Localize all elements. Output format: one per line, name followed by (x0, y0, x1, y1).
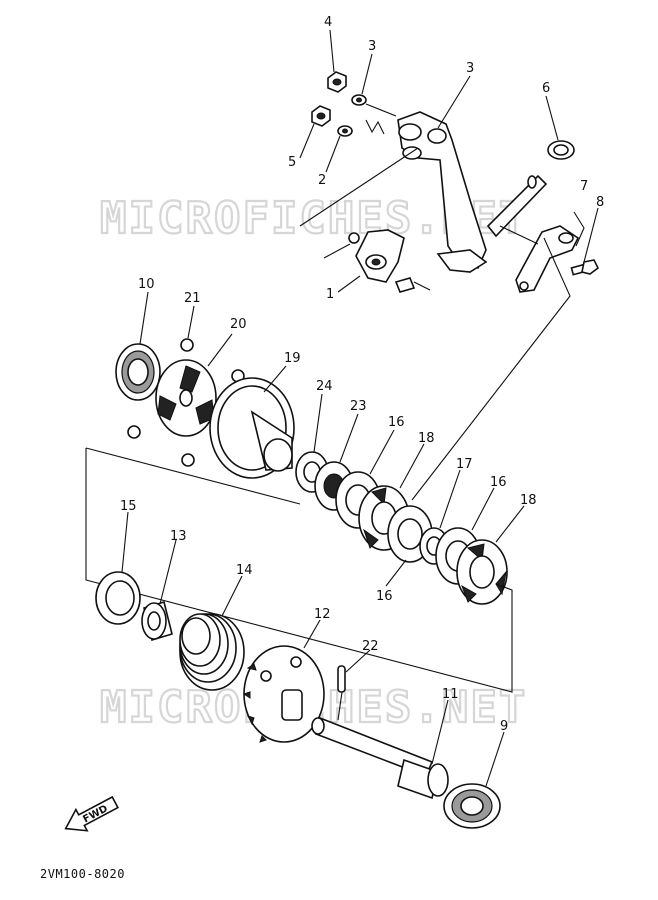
callout-8: 8 (596, 195, 604, 210)
callout-21: 21 (184, 291, 201, 306)
callout-16-a: 16 (388, 415, 405, 430)
pin-22 (337, 665, 346, 693)
callout-6: 6 (542, 81, 550, 96)
plate-18-a (358, 485, 410, 551)
drawing-code: 2VM100-8020 (40, 867, 125, 881)
screw (394, 277, 431, 293)
leader-lines (121, 29, 599, 787)
gear-12 (242, 645, 325, 743)
washer-4 (351, 94, 367, 106)
callout-2: 2 (318, 173, 326, 188)
nut-5-upper (327, 71, 347, 93)
callout-1: 1 (326, 287, 334, 302)
callout-9: 9 (500, 719, 508, 734)
callout-12: 12 (314, 607, 331, 622)
plate-1 (348, 229, 405, 283)
kick-axle-11 (311, 716, 449, 800)
callout-4: 3 (368, 39, 376, 54)
callout-20: 20 (230, 317, 247, 332)
callout-5-bottom: 5 (288, 155, 296, 170)
callout-5-top: 4 (324, 15, 332, 30)
spring-14 (179, 613, 245, 691)
callout-18-b: 18 (520, 493, 537, 508)
callout-3: 3 (466, 61, 474, 76)
collar-13 (141, 600, 173, 642)
callout-24: 24 (316, 379, 333, 394)
washer-2 (337, 125, 353, 137)
callout-10: 10 (138, 277, 155, 292)
callout-16-b: 16 (490, 475, 507, 490)
plate-18-b (456, 539, 508, 605)
bolt-8 (570, 259, 600, 276)
callout-7: 7 (580, 179, 588, 194)
callout-22: 22 (362, 639, 379, 654)
callout-18-a: 18 (418, 431, 435, 446)
bearing-9 (443, 783, 501, 829)
callout-11: 11 (442, 687, 459, 702)
oil-seal-6 (547, 140, 575, 160)
callout-23: 23 (350, 399, 367, 414)
shift-drum-19 (209, 377, 295, 479)
callout-19: 19 (284, 351, 301, 366)
callout-17: 17 (456, 457, 473, 472)
shift-shaft (486, 174, 548, 238)
callout-13: 13 (170, 529, 187, 544)
nut-5-lower (311, 105, 331, 127)
callout-15: 15 (120, 499, 137, 514)
callout-16-c: 16 (376, 589, 393, 604)
oil-seal-15 (95, 571, 141, 625)
shift-lever-3 (397, 111, 488, 273)
stopper-lever-7 (515, 211, 585, 293)
bearing-10 (115, 343, 161, 401)
callout-labels: 4 3 3 6 5 2 7 8 1 10 21 20 19 24 23 16 1… (120, 15, 604, 734)
callout-14: 14 (236, 563, 253, 578)
fwd-arrow-icon: FWD (64, 795, 119, 832)
segment-20 (155, 359, 217, 437)
